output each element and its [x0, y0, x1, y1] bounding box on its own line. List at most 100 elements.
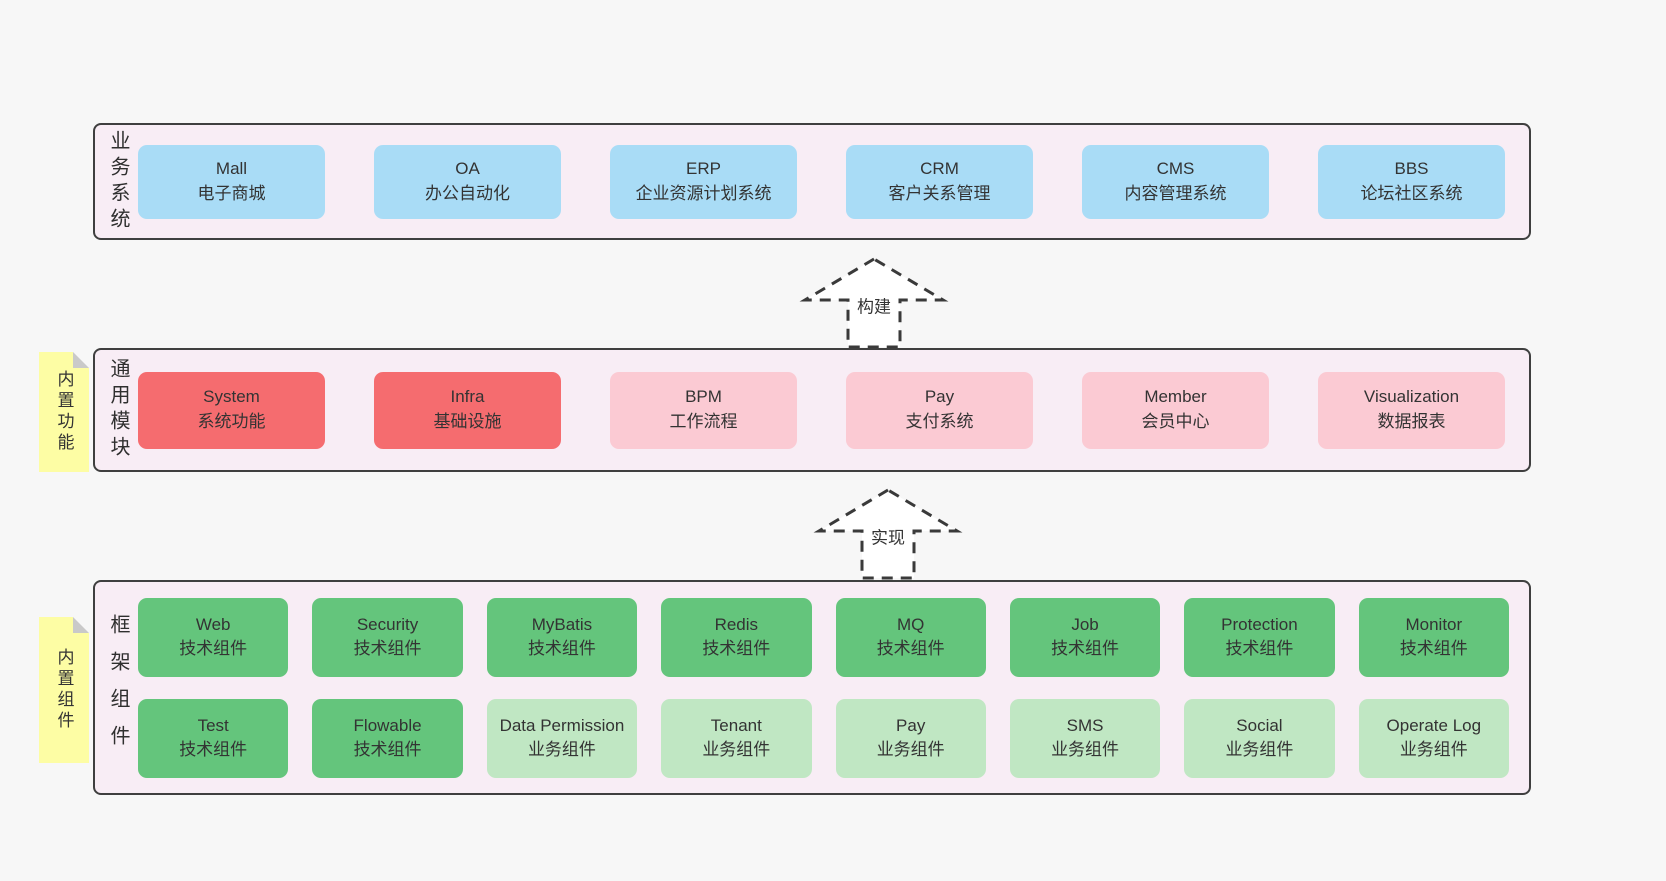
box-data-permission: Data Permission 业务组件	[486, 698, 638, 778]
band-common-modules: 通用模块 System 系统功能 Infra 基础设施 BPM 工作流程 Pay…	[93, 348, 1531, 472]
common-modules-boxes: System 系统功能 Infra 基础设施 BPM 工作流程 Pay 支付系统…	[138, 371, 1505, 449]
box-mybatis: MyBatis 技术组件	[486, 597, 638, 677]
box-protection-name: Protection	[1221, 615, 1298, 635]
box-web: Web 技术组件	[138, 597, 289, 677]
box-data-permission-desc: 业务组件	[527, 740, 596, 759]
box-crm-desc: 客户关系管理	[888, 183, 991, 203]
box-bbs-desc: 论坛社区系统	[1360, 183, 1463, 203]
sticky-builtin-components-label: 内置组件	[54, 648, 74, 732]
box-pay-module-name: Pay	[924, 387, 955, 407]
box-security-name: Security	[356, 615, 419, 635]
up-arrow-build-icon: 构建	[799, 256, 949, 350]
box-crm-name: CRM	[920, 158, 959, 178]
box-mq: MQ 技术组件	[835, 597, 986, 677]
box-security-desc: 技术组件	[353, 639, 422, 658]
box-sms-desc: 业务组件	[1051, 740, 1120, 759]
framework-components-grid: Web 技术组件 Security 技术组件 MyBatis 技术组件 Redi…	[138, 597, 1509, 778]
sticky-note-builtin-features: 内置功能	[39, 352, 89, 472]
box-social: Social 业务组件	[1184, 698, 1335, 778]
box-operate-log: Operate Log 业务组件	[1358, 698, 1509, 778]
box-cms-name: CMS	[1156, 158, 1195, 178]
arrow-build-label: 构建	[854, 292, 894, 318]
box-oa: OA 办公自动化	[374, 144, 561, 219]
box-security: Security 技术组件	[312, 597, 463, 677]
box-pay-module-desc: 支付系统	[905, 412, 974, 431]
box-infra: Infra 基础设施	[374, 371, 561, 449]
box-visualization-name: Visualization	[1363, 387, 1460, 407]
up-arrow-implement-icon: 实现	[813, 487, 963, 581]
box-redis-desc: 技术组件	[702, 639, 771, 658]
band-business-systems-label: 业务系统	[107, 129, 129, 234]
box-protection-desc: 技术组件	[1225, 639, 1294, 658]
box-social-desc: 业务组件	[1225, 740, 1294, 759]
box-job-name: Job	[1071, 615, 1099, 635]
box-job: Job 技术组件	[1009, 597, 1161, 677]
box-operate-log-desc: 业务组件	[1399, 740, 1468, 759]
box-bbs-name: BBS	[1394, 158, 1429, 178]
box-visualization: Visualization 数据报表	[1318, 371, 1505, 449]
box-mall: Mall 电子商城	[138, 144, 325, 219]
box-system-desc: 系统功能	[197, 412, 266, 431]
box-monitor-desc: 技术组件	[1399, 639, 1468, 658]
box-protection: Protection 技术组件	[1184, 597, 1335, 677]
box-system-name: System	[203, 387, 260, 407]
box-monitor: Monitor 技术组件	[1358, 597, 1509, 677]
box-social-name: Social	[1236, 716, 1283, 736]
box-mall-desc: 电子商城	[197, 183, 266, 203]
box-pay-component-desc: 业务组件	[876, 740, 945, 759]
box-web-desc: 技术组件	[179, 639, 248, 658]
box-bpm-desc: 工作流程	[669, 412, 738, 431]
box-test: Test 技术组件	[138, 698, 289, 778]
box-mybatis-desc: 技术组件	[527, 639, 596, 658]
box-pay-module: Pay 支付系统	[846, 371, 1033, 449]
box-test-desc: 技术组件	[179, 740, 248, 759]
box-oa-name: OA	[455, 158, 480, 178]
box-infra-name: Infra	[450, 387, 485, 407]
box-tenant: Tenant 业务组件	[661, 698, 812, 778]
box-system: System 系统功能	[138, 371, 325, 449]
box-cms-desc: 内容管理系统	[1124, 183, 1227, 203]
box-bpm-name: BPM	[685, 387, 722, 407]
box-pay-component: Pay 业务组件	[835, 698, 986, 778]
box-erp-name: ERP	[686, 158, 721, 178]
box-redis: Redis 技术组件	[661, 597, 812, 677]
box-job-desc: 技术组件	[1051, 639, 1120, 658]
box-bpm: BPM 工作流程	[610, 371, 797, 449]
sticky-builtin-features-label: 内置功能	[54, 370, 74, 454]
box-operate-log-name: Operate Log	[1386, 716, 1482, 736]
box-visualization-desc: 数据报表	[1377, 412, 1446, 431]
box-oa-desc: 办公自动化	[425, 183, 510, 203]
band-business-systems: 业务系统 Mall 电子商城 OA 办公自动化 ERP 企业资源计划系统 CRM…	[93, 123, 1531, 240]
box-cms: CMS 内容管理系统	[1082, 144, 1269, 219]
box-flowable-desc: 技术组件	[353, 740, 422, 759]
box-mq-desc: 技术组件	[876, 639, 945, 658]
box-monitor-name: Monitor	[1405, 615, 1463, 635]
box-mq-name: MQ	[896, 615, 925, 635]
box-crm: CRM 客户关系管理	[846, 144, 1033, 219]
box-member: Member 会员中心	[1082, 371, 1269, 449]
box-erp-desc: 企业资源计划系统	[635, 183, 772, 203]
box-infra-desc: 基础设施	[433, 412, 502, 431]
business-systems-boxes: Mall 电子商城 OA 办公自动化 ERP 企业资源计划系统 CRM 客户关系…	[138, 144, 1505, 219]
box-tenant-name: Tenant	[710, 716, 762, 736]
box-erp: ERP 企业资源计划系统	[610, 144, 797, 219]
box-redis-name: Redis	[714, 615, 759, 635]
box-bbs: BBS 论坛社区系统	[1318, 144, 1505, 219]
box-flowable-name: Flowable	[353, 716, 422, 736]
box-web-name: Web	[195, 615, 231, 635]
box-flowable: Flowable 技术组件	[312, 698, 463, 778]
band-framework-components-label: 框架组件	[107, 613, 129, 762]
box-sms: SMS 业务组件	[1009, 698, 1161, 778]
arrow-implement-label: 实现	[868, 523, 908, 549]
band-common-modules-label: 通用模块	[107, 358, 129, 462]
band-framework-components: 框架组件 Web 技术组件 Security 技术组件 MyBatis 技术组件…	[93, 580, 1531, 795]
box-pay-component-name: Pay	[896, 716, 926, 736]
box-tenant-desc: 业务组件	[702, 740, 771, 759]
box-member-desc: 会员中心	[1141, 412, 1210, 431]
box-mall-name: Mall	[215, 158, 248, 178]
sticky-note-builtin-components: 内置组件	[39, 617, 89, 763]
box-mybatis-name: MyBatis	[531, 615, 593, 635]
box-test-name: Test	[197, 716, 229, 736]
box-member-name: Member	[1144, 387, 1207, 407]
